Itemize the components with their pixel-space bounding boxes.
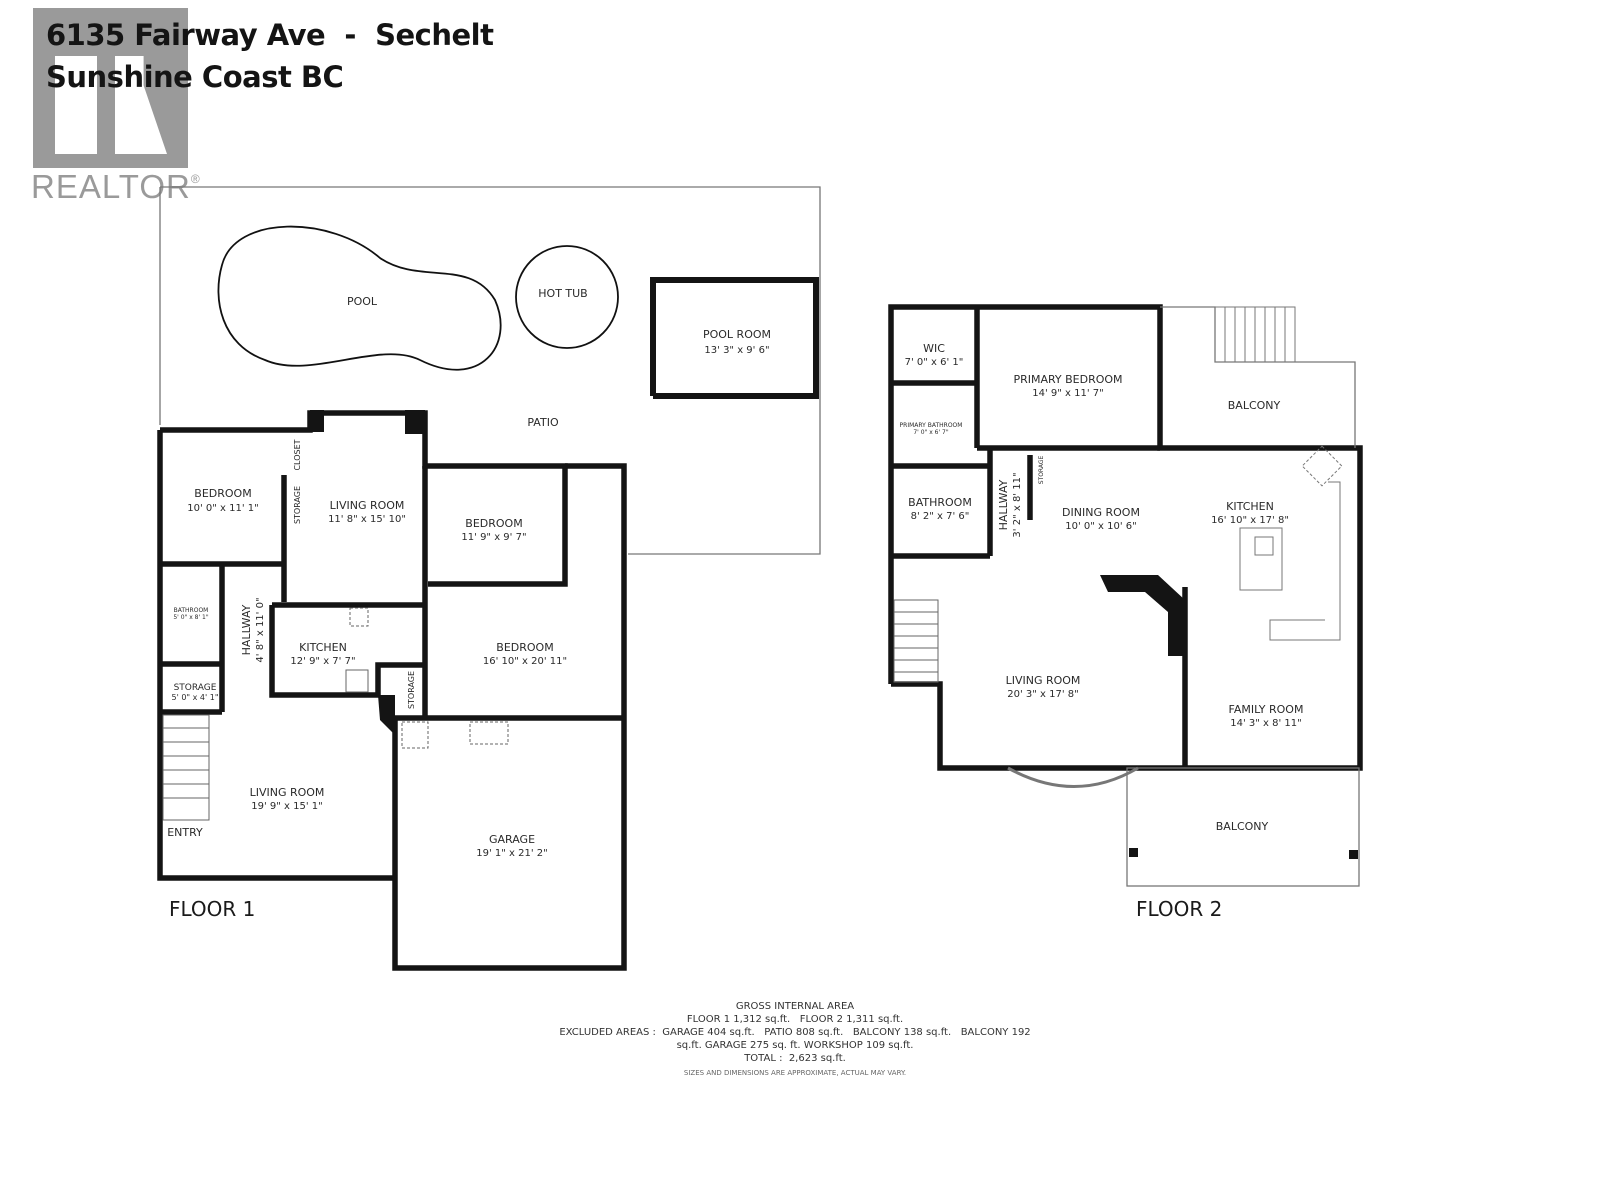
f2-balcony-top-outline [1160,306,1356,448]
f1-storage-a-name: STORAGE [293,486,302,524]
f1-closet-name: CLOSET [293,439,302,470]
pool-room-dims: 13' 3" x 9' 6" [704,345,769,356]
area-heading: GROSS INTERNAL AREA [735,1001,855,1012]
f1-bathroom-dims: 5' 0" x 8' 1" [173,614,209,621]
f2-balcony-top-name: BALCONY [1228,399,1281,412]
f2-wic-dims: 7' 0" x 6' 1" [905,357,964,368]
f1-kitchen-dims: 12' 9" x 7' 7" [290,656,355,667]
f2-family-room-name: FAMILY ROOM [1229,703,1304,716]
f1-bedroom-a-name: BEDROOM [194,487,251,500]
f2-bathroom-dims: 8' 2" x 7' 6" [911,511,970,522]
f1-storage-b-dims: 5' 0" x 4' 1" [171,693,218,702]
pool-room-walls [650,277,819,399]
hot-tub-outline [515,245,619,349]
f1-hallway-name: HALLWAY [240,604,253,655]
floor1-stairs [162,714,210,821]
f2-kitchen-name: KITCHEN [1226,500,1274,513]
area-floors: FLOOR 1 1,312 sq.ft. FLOOR 2 1,311 sq.ft… [686,1014,904,1025]
floor1-label: FLOOR 1 [169,897,256,921]
f1-hallway-dims: 4' 8" x 11' 0" [255,597,266,662]
f1-entry-name: ENTRY [167,826,203,839]
f2-living-room-name: LIVING ROOM [1006,674,1081,687]
f1-living-lower-name: LIVING ROOM [250,786,325,799]
f1-bedroom-c-dims: 16' 10" x 20' 11" [483,656,567,667]
f2-wic-name: WIC [923,342,945,355]
f1-living-upper-name: LIVING ROOM [330,499,405,512]
area-excluded-2: sq.ft. GARAGE 275 sq. ft. WORKSHOP 109 s… [676,1040,914,1051]
f2-primary-bedroom-dims: 14' 9" x 11' 7" [1032,388,1104,399]
pool-outline [217,225,502,371]
f1-storage-c-name: STORAGE [407,671,416,709]
f1-garage-dims: 19' 1" x 21' 2" [476,848,548,859]
f2-hallway-dims: 3' 2" x 8' 11" [1012,472,1023,537]
address-line-1: 6135 Fairway Ave - Sechelt [46,18,494,52]
area-total: TOTAL : 2,623 sq.ft. [744,1053,846,1064]
f2-primary-bathroom-name: PRIMARY BATHROOM [900,422,963,429]
f2-balcony-bottom-name: BALCONY [1216,820,1269,833]
area-excluded-1: EXCLUDED AREAS : GARAGE 404 sq.ft. PATIO… [559,1027,1031,1038]
floor2-walls [888,304,1363,771]
f2-living-room-dims: 20' 3" x 17' 8" [1007,689,1079,700]
f2-balcony-bottom-outline [1126,767,1360,887]
pool-label: POOL [347,295,378,308]
pool-room-name: POOL ROOM [703,328,771,341]
area-summary: GROSS INTERNAL AREA FLOOR 1 1,312 sq.ft.… [540,1000,1050,1080]
f2-kitchen-dims: 16' 10" x 17' 8" [1211,515,1289,526]
f1-kitchen-name: KITCHEN [299,641,347,654]
f2-dining-room-name: DINING ROOM [1062,506,1140,519]
f1-bedroom-c-name: BEDROOM [496,641,553,654]
f1-bedroom-b-name: BEDROOM [465,517,522,530]
hot-tub-label: HOT TUB [538,287,587,300]
floor2-stairs [893,599,939,683]
f2-bathroom-name: BATHROOM [908,496,972,509]
f1-bathroom-name: BATHROOM [174,607,209,614]
area-disclaimer: SIZES AND DIMENSIONS ARE APPROXIMATE, AC… [683,1069,907,1077]
patio-label: PATIO [527,416,559,429]
address-line-2: Sunshine Coast BC [46,60,344,94]
f2-balcony-stairs [1214,306,1296,363]
f2-dining-room-dims: 10' 0" x 10' 6" [1065,521,1137,532]
f2-primary-bathroom-dims: 7' 0" x 6' 7" [913,429,949,436]
patio-outline [192,186,821,555]
realtor-logo-mark [33,8,188,168]
f1-bedroom-b-dims: 11' 9" x 9' 7" [461,532,526,543]
f1-storage-b-name: STORAGE [174,683,217,693]
f1-bedroom-a-dims: 10' 0" x 11' 1" [187,503,259,514]
f1-living-upper-dims: 11' 8" x 15' 10" [328,514,406,525]
f2-family-room-dims: 14' 3" x 8' 11" [1230,718,1302,729]
f1-living-lower-dims: 19' 9" x 15' 1" [251,801,323,812]
f2-primary-bedroom-name: PRIMARY BEDROOM [1013,373,1122,386]
floor2-label: FLOOR 2 [1136,897,1223,921]
f1-garage-name: GARAGE [489,833,535,846]
f2-storage-name: STORAGE [1038,456,1045,485]
f2-hallway-name: HALLWAY [997,479,1010,530]
